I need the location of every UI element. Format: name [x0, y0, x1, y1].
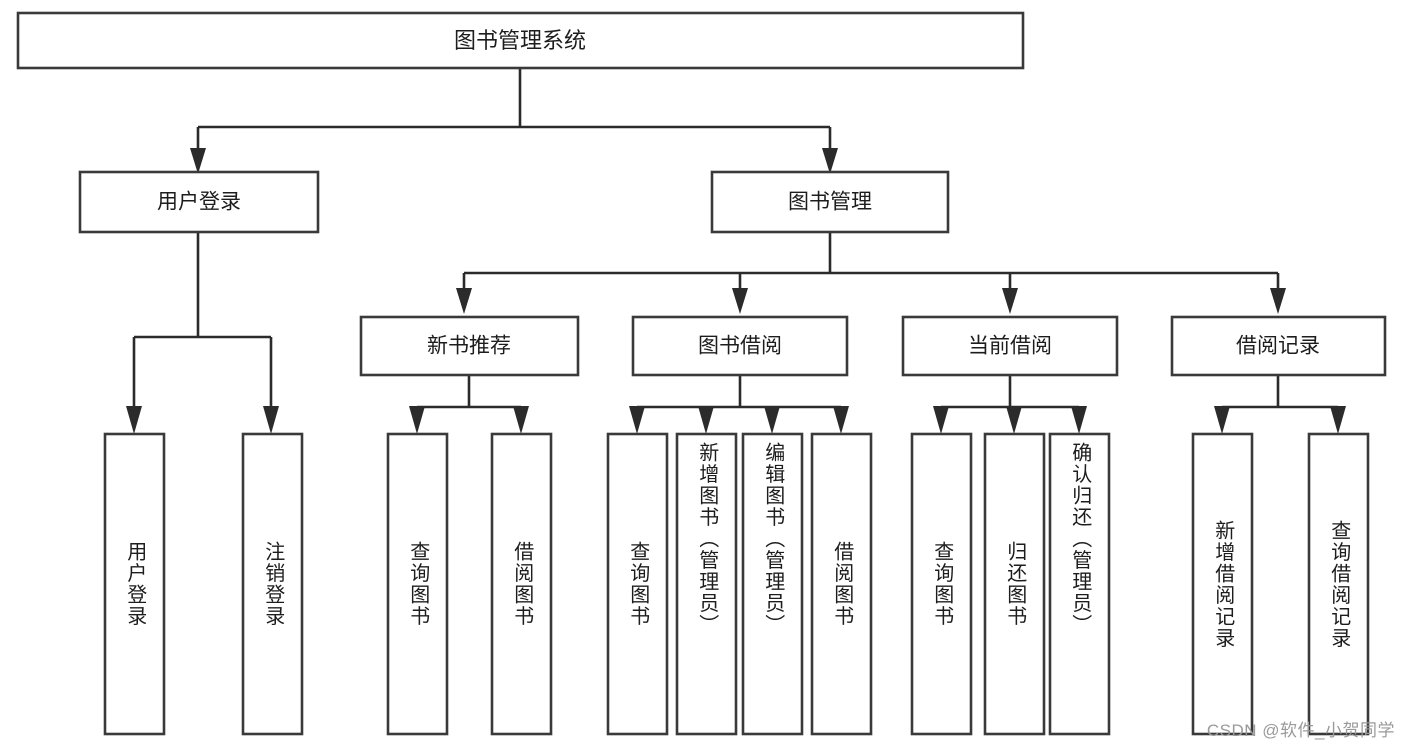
arrowhead-book-borrow: [732, 288, 748, 314]
node-current-borrow-label: 当前借阅: [968, 335, 1052, 358]
leafbox-query-record[interactable]: [1307, 432, 1370, 736]
arrowhead-new-book-recommend: [456, 288, 472, 314]
arrowhead-leaf-confirm-return: [1071, 406, 1087, 434]
arrowhead-leaf-return-book: [1006, 406, 1022, 434]
node-root[interactable]: [16, 11, 1025, 70]
arrowhead-leaf-borrow-book-1: [513, 406, 529, 434]
node-root-label: 图书管理系统: [454, 28, 586, 53]
leafbox-query-book-1[interactable]: [386, 432, 449, 736]
arrowhead-leaf-user-login: [126, 406, 142, 434]
arrowhead-leaf-add-record: [1214, 406, 1230, 434]
connector-group-user-login: [126, 232, 279, 434]
node-current-borrow[interactable]: [901, 315, 1119, 377]
arrowhead-user-login: [190, 148, 206, 174]
leafbox-add-record[interactable]: [1191, 432, 1254, 736]
node-book-borrow-label: 图书借阅: [698, 335, 782, 358]
leafbox-user-login[interactable]: [103, 432, 166, 736]
node-user-login-label: 用户登录: [157, 191, 241, 214]
arrowhead-leaf-query-record: [1330, 406, 1346, 434]
leafbox-edit-book[interactable]: [741, 432, 804, 736]
leafbox-add-book[interactable]: [675, 432, 738, 736]
arrowhead-borrow-record: [1270, 288, 1286, 314]
connector-group-book-borrow: [629, 375, 849, 434]
leafbox-confirm-return[interactable]: [1048, 432, 1111, 736]
arrowhead-leaf-edit-book: [764, 406, 780, 434]
leafbox-borrow-book-2[interactable]: [810, 432, 873, 736]
arrowhead-leaf-user-logout: [263, 406, 279, 434]
connector-group-root: [190, 68, 838, 174]
leafbox-query-book-2[interactable]: [606, 432, 669, 736]
node-book-borrow[interactable]: [631, 315, 849, 377]
node-book-manage-label: 图书管理: [788, 191, 872, 214]
arrowhead-leaf-query-book-1: [409, 406, 425, 434]
node-new-book-recommend[interactable]: [359, 315, 580, 377]
connector-group-new-book-recommend: [409, 375, 529, 434]
node-borrow-record-label: 借阅记录: [1236, 335, 1320, 358]
leafbox-query-book-3[interactable]: [910, 432, 973, 736]
node-new-book-recommend-label: 新书推荐: [427, 335, 511, 358]
arrowhead-current-borrow: [1002, 288, 1018, 314]
leafbox-return-book[interactable]: [983, 432, 1046, 736]
arrowhead-leaf-add-book: [698, 406, 714, 434]
arrowhead-leaf-borrow-book-2: [833, 406, 849, 434]
node-user-login[interactable]: [78, 170, 320, 234]
node-borrow-record[interactable]: [1170, 315, 1387, 377]
node-book-manage[interactable]: [710, 170, 950, 234]
csdn-watermark: CSDN @软件_小贺同学: [1206, 721, 1395, 740]
leafbox-borrow-book-1[interactable]: [490, 432, 553, 736]
arrowhead-leaf-query-book-2: [629, 406, 645, 434]
connector-group-book-manage: [456, 232, 1286, 314]
connector-group-borrow-record: [1214, 375, 1346, 434]
connector-group-current-borrow: [933, 375, 1087, 434]
leafbox-user-logout[interactable]: [241, 432, 304, 736]
arrowhead-book-manage: [822, 148, 838, 174]
arrowhead-leaf-query-book-3: [933, 406, 949, 434]
